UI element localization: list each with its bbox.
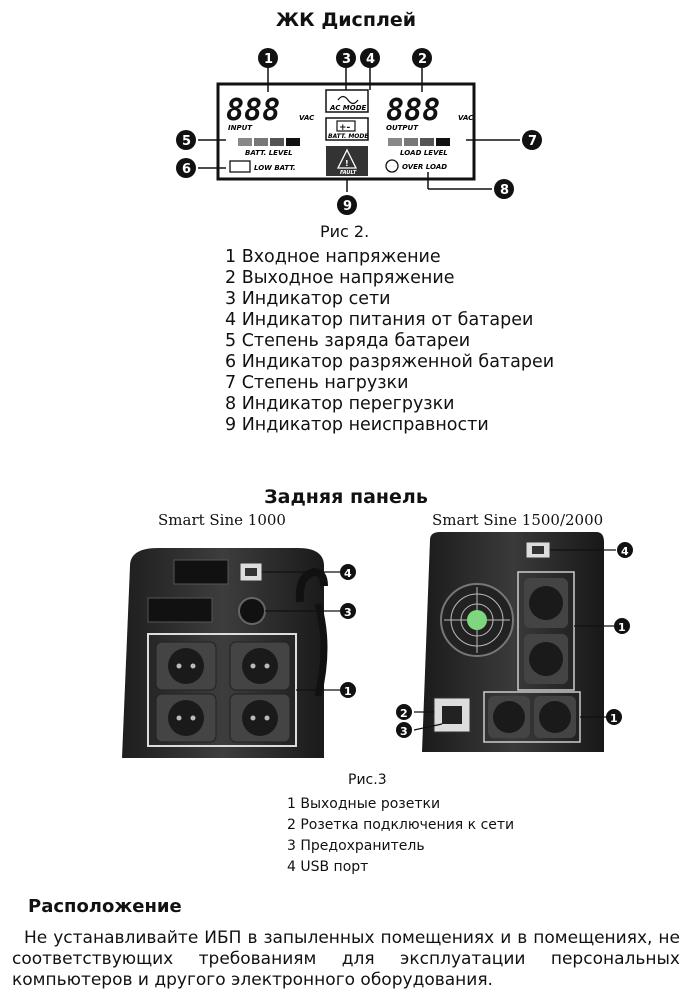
legend-item: 4 USB порт [287, 859, 369, 875]
svg-text:8: 8 [500, 183, 509, 198]
svg-text:2: 2 [418, 52, 427, 67]
legend-item: 3 Индикатор сети [225, 289, 391, 309]
legend-item: 5 Степень заряда батареи [225, 331, 471, 351]
legend-item: 1 Выходные розетки [287, 796, 441, 812]
ups-rear-right: 4 1 2 3 1 [396, 532, 633, 752]
svg-text:9: 9 [343, 199, 352, 214]
svg-text:4: 4 [621, 545, 629, 558]
input-vac-label: VAC [299, 114, 315, 122]
svg-text:AC MODE: AC MODE [329, 104, 367, 112]
legend-item: 1 Входное напряжение [225, 247, 441, 267]
legend-item: 4 Индикатор питания от батареи [225, 310, 534, 330]
legend-item: 6 Индикатор разряженной батареи [225, 352, 555, 372]
svg-text:5: 5 [182, 134, 191, 149]
svg-text:3: 3 [400, 725, 408, 738]
overload-icon [385, 159, 399, 173]
svg-text:!: ! [345, 159, 349, 168]
callout-7: 7 [522, 130, 542, 150]
load-level-label: LOAD LEVEL [400, 149, 448, 157]
low-batt-icon [229, 160, 251, 173]
svg-text:LOW BATT.: LOW BATT. [254, 164, 296, 172]
placement-heading: Расположение [28, 896, 182, 917]
svg-text:2: 2 [400, 707, 408, 720]
right-callout-1-lower: 1 [606, 709, 622, 725]
output-digits: 888 [386, 93, 440, 128]
callout-6: 6 [176, 158, 196, 178]
batt-level-label: BATT. LEVEL [245, 149, 293, 157]
model-left-label: Smart Sine 1000 [158, 511, 286, 529]
svg-text:3: 3 [342, 52, 351, 67]
lcd-legend: 1 Входное напряжение 2 Выходное напряжен… [225, 247, 554, 436]
rear-section-title: Задняя панель [264, 486, 428, 508]
ac-mode-indicator [325, 89, 369, 113]
figure-2-caption: Рис 2. [320, 222, 370, 241]
placement-text: Не устанавливайте ИБП в запыленных помещ… [12, 928, 680, 990]
callout-4: 4 [360, 48, 380, 68]
lcd-diagram: 888 VAC INPUT 888 VAC OUTPUT AC MODE +- … [176, 48, 542, 215]
svg-text:1: 1 [264, 52, 273, 67]
model-right-label: Smart Sine 1500/2000 [432, 511, 604, 529]
callout-5: 5 [176, 130, 196, 150]
output-label: OUTPUT [386, 124, 419, 132]
right-callout-4: 4 [617, 542, 633, 558]
svg-text:BATT. MODE: BATT. MODE [328, 133, 369, 140]
legend-item: 7 Степень нагрузки [225, 373, 409, 393]
legend-item: 2 Розетка подключения к сети [287, 817, 515, 833]
right-callout-1-upper: 1 [614, 618, 630, 634]
callout-3: 3 [336, 48, 356, 68]
svg-text:1: 1 [618, 621, 626, 634]
legend-item: 2 Выходное напряжение [225, 268, 455, 288]
svg-text:1: 1 [610, 712, 618, 725]
svg-text:6: 6 [182, 162, 191, 177]
right-callout-3: 3 [396, 722, 412, 738]
right-callout-2: 2 [396, 704, 412, 720]
svg-text:1: 1 [344, 685, 352, 698]
input-label: INPUT [228, 124, 253, 132]
lcd-section-title: ЖК Дисплей [275, 9, 417, 31]
svg-text:+-: +- [339, 123, 351, 133]
legend-item: 8 Индикатор перегрузки [225, 394, 455, 414]
svg-text:7: 7 [528, 134, 537, 149]
callout-8: 8 [494, 179, 514, 199]
svg-text:FAULT: FAULT [340, 170, 357, 176]
ups-rear-left: 4 3 1 [122, 548, 356, 758]
input-digits: 888 [226, 93, 280, 128]
callout-9: 9 [337, 195, 357, 215]
rear-legend: 1 Выходные розетки 2 Розетка подключения… [287, 794, 514, 878]
svg-text:4: 4 [366, 52, 375, 67]
svg-text:3: 3 [344, 606, 352, 619]
left-callout-3: 3 [340, 603, 356, 619]
figure-3-caption: Рис.3 [348, 772, 387, 788]
svg-text:4: 4 [344, 567, 352, 580]
callout-2: 2 [412, 48, 432, 68]
left-callout-1: 1 [340, 682, 356, 698]
output-vac-label: VAC [458, 114, 474, 122]
svg-text:OVER LOAD: OVER LOAD [402, 163, 447, 171]
legend-item: 3 Предохранитель [287, 838, 425, 854]
left-callout-4: 4 [340, 564, 356, 580]
callout-1: 1 [258, 48, 278, 68]
legend-item: 9 Индикатор неисправности [225, 415, 489, 435]
